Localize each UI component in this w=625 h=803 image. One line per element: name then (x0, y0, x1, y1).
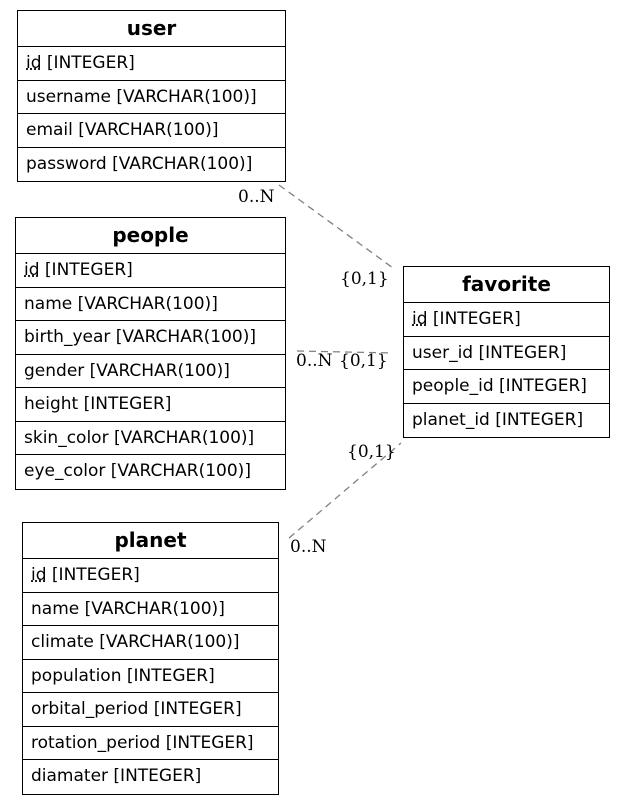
relationship-line (296, 350, 394, 354)
attribute-row: id [INTEGER] (16, 254, 285, 288)
attribute-row: gender [VARCHAR(100)] (16, 355, 285, 388)
primary-key: id (26, 53, 42, 73)
attribute-row: id [INTEGER] (23, 559, 278, 593)
attribute-type: [INTEGER] (427, 309, 521, 329)
entity-people[interactable]: people id [INTEGER] name [VARCHAR(100)] … (15, 217, 286, 490)
primary-key: id (31, 565, 47, 585)
entity-title: favorite (404, 267, 609, 303)
attribute-row: name [VARCHAR(100)] (23, 593, 278, 626)
attribute-type: [INTEGER] (39, 260, 133, 280)
cardinality-favorite-side: {0,1} (347, 442, 396, 462)
entity-title: people (16, 218, 285, 254)
attribute-row: planet_id [INTEGER] (412, 409, 584, 430)
entity-user[interactable]: user id [INTEGER] username [VARCHAR(100)… (17, 10, 286, 182)
entity-title: user (18, 11, 285, 47)
attribute-row: id [INTEGER] (404, 303, 609, 337)
attribute-row: diamater [INTEGER] (31, 766, 202, 786)
attribute-row: id [INTEGER] (18, 47, 285, 81)
attribute-row: email [VARCHAR(100)] (18, 114, 285, 148)
cardinality-favorite-side: {0,1} (339, 351, 388, 371)
cardinality-people-side: 0..N (296, 351, 333, 371)
entity-title: planet (23, 523, 278, 559)
relationship-line (288, 442, 402, 539)
primary-key: id (24, 260, 40, 280)
attribute-row: eye_color [VARCHAR(100)] (24, 461, 251, 481)
relationship-planet-favorite: 0..N {0,1} (288, 442, 402, 557)
attribute-row: height [INTEGER] (16, 388, 285, 422)
attribute-row: name [VARCHAR(100)] (16, 288, 285, 321)
relationship-line (278, 184, 394, 269)
attribute-type: [INTEGER] (41, 53, 135, 73)
attribute-row: username [VARCHAR(100)] (18, 81, 285, 114)
attribute-row: population [INTEGER] (23, 660, 278, 693)
attribute-row: password [VARCHAR(100)] (26, 153, 253, 174)
attribute-row: climate [VARCHAR(100)] (23, 626, 278, 660)
attribute-row: birth_year [VARCHAR(100)] (16, 321, 285, 355)
primary-key: id (412, 309, 428, 329)
cardinality-user-side: 0..N (238, 187, 275, 207)
attribute-row: rotation_period [INTEGER] (23, 727, 278, 760)
entity-favorite[interactable]: favorite id [INTEGER] user_id [INTEGER] … (403, 266, 610, 438)
entity-planet[interactable]: planet id [INTEGER] name [VARCHAR(100)] … (22, 522, 279, 795)
attribute-type: [INTEGER] (46, 565, 140, 585)
relationship-people-favorite: 0..N {0,1} (296, 350, 394, 371)
attribute-row: people_id [INTEGER] (404, 370, 609, 404)
cardinality-favorite-side: {0,1} (340, 269, 389, 289)
attribute-row: orbital_period [INTEGER] (23, 693, 278, 727)
attribute-row: user_id [INTEGER] (404, 337, 609, 370)
cardinality-planet-side: 0..N (290, 537, 327, 557)
attribute-row: skin_color [VARCHAR(100)] (16, 422, 285, 455)
relationship-user-favorite: 0..N {0,1} (238, 184, 394, 289)
